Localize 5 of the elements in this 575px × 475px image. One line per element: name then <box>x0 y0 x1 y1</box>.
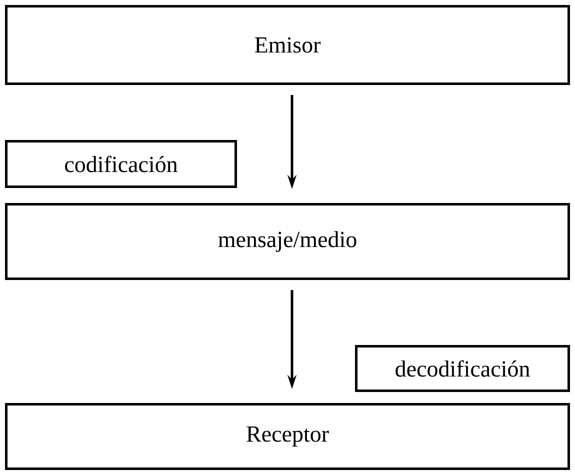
process-box: mensaje/medio <box>5 203 570 280</box>
step-label-box: codificación <box>5 140 237 188</box>
process-box: Receptor <box>5 403 570 470</box>
process-box: Emisor <box>5 5 570 85</box>
step-label-box: decodificación <box>355 345 570 392</box>
